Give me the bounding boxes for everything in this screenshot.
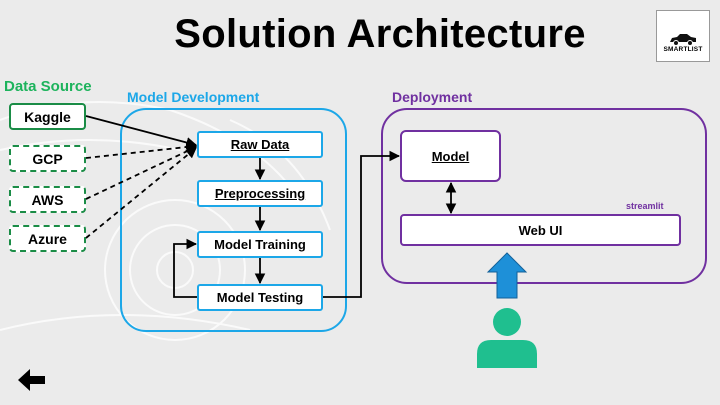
car-icon — [670, 34, 696, 46]
streamlit-label: streamlit — [626, 201, 664, 211]
step-model-training: Model Training — [197, 231, 323, 258]
source-aws: AWS — [9, 186, 86, 213]
web-ui-box: Web UI — [400, 214, 681, 246]
model-label: Model — [431, 148, 470, 164]
source-azure: Azure — [9, 225, 86, 252]
page-title: Solution Architecture — [174, 12, 586, 56]
deployment-label: Deployment — [392, 89, 473, 105]
step-model-testing: Model Testing — [197, 284, 323, 311]
step-raw-data: Raw Data — [197, 131, 323, 158]
data-source-label: Data Source — [4, 78, 92, 95]
source-gcp: GCP — [9, 145, 86, 172]
step-preprocessing: Preprocessing — [197, 180, 323, 207]
source-kaggle: Kaggle — [9, 103, 86, 130]
arrow-left-icon[interactable] — [18, 368, 46, 392]
logo-text: SMARTLIST — [663, 46, 703, 53]
deployment-model-box: Model — [400, 130, 501, 182]
model-development-label: Model Development — [127, 89, 260, 105]
smartlist-logo: SMARTLIST — [656, 10, 710, 62]
